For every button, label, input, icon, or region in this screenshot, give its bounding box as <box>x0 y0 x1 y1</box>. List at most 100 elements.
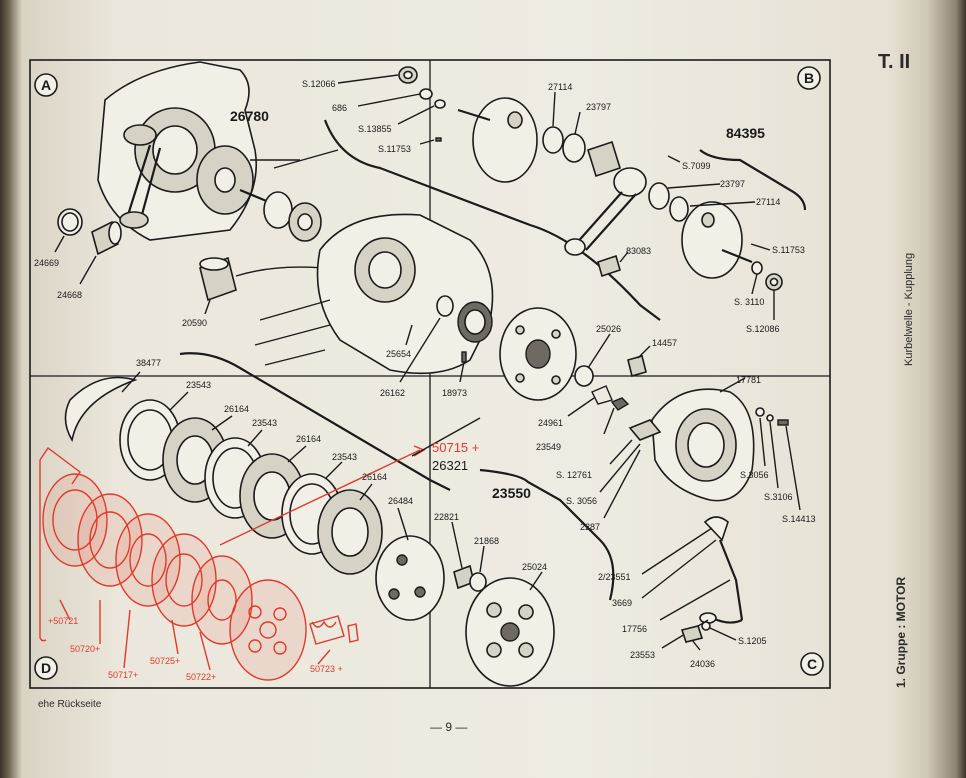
washer-S13855 <box>434 99 446 109</box>
label-20590: 20590 <box>182 318 207 328</box>
leader-S11753-bottom <box>750 243 771 251</box>
brace-23550 <box>479 468 615 601</box>
label-26780: 26780 <box>230 108 269 124</box>
label-18973: 18973 <box>442 388 467 398</box>
leader-S13855 <box>397 105 435 125</box>
label-21868: 21868 <box>474 536 499 546</box>
red-leader-50723 <box>317 649 331 665</box>
bearing-ring-24669 <box>57 208 83 236</box>
needle-bearing-24668 <box>91 220 122 256</box>
svg-text:B: B <box>804 70 814 86</box>
leader-2-23551 <box>641 527 713 575</box>
lever-S12761 <box>628 419 662 441</box>
label-S3056-right: S.3056 <box>740 470 769 480</box>
leader-S1205 <box>709 627 737 641</box>
label-S3056-left: S. 3056 <box>566 496 597 506</box>
quadrant-marker-d: D <box>34 656 58 680</box>
footer-note: ehe Rückseite <box>38 699 102 710</box>
side-group: 1. Gruppe : MOTOR <box>894 577 908 688</box>
pin-18973 <box>461 351 467 363</box>
clutch-hub-25024 <box>465 577 555 687</box>
quadrant-marker-b: B <box>797 66 821 90</box>
label-23797-bottom: 23797 <box>720 179 745 189</box>
label-50723: 50723 + <box>310 664 343 674</box>
leader-26164-b <box>287 445 307 463</box>
key-S11753-top <box>435 137 442 142</box>
leader-26164-c <box>359 483 373 501</box>
leader-S7099 <box>667 155 681 163</box>
leader-27114-top <box>552 91 556 127</box>
label-50725: 50725+ <box>150 656 180 666</box>
lever-24961 <box>591 385 613 405</box>
bolt-24036 <box>680 625 704 643</box>
label-24669: 24669 <box>34 258 59 268</box>
bearing-83083 <box>597 254 621 278</box>
washer-686 <box>419 88 433 100</box>
leader-S3056-right <box>759 417 766 467</box>
label-50721: +50721 <box>48 616 78 626</box>
bushing-20590 <box>199 256 237 302</box>
ring-27114-top <box>542 126 564 154</box>
ring-27114-bottom <box>669 196 689 222</box>
clutch-lever-assembly <box>699 516 744 624</box>
label-24036: 24036 <box>690 659 715 669</box>
side-title: Kurbelwelle - Kupplung <box>903 253 915 366</box>
label-26164-c: 26164 <box>362 472 387 482</box>
leader-27114-bottom <box>689 201 756 207</box>
label-50720: 50720+ <box>70 644 100 654</box>
label-27114-bottom: 27114 <box>756 197 780 207</box>
label-S12066: S.12066 <box>302 79 336 89</box>
leader-S14413 <box>785 425 801 511</box>
label-14457: 14457 <box>652 338 677 348</box>
leader-26321 <box>411 417 481 457</box>
label-84395: 84395 <box>726 125 765 141</box>
crank-half-right <box>681 201 753 279</box>
red-leader-50717 <box>123 609 131 669</box>
brace-top <box>323 119 661 321</box>
label-S11753-bottom: S.11753 <box>772 245 805 255</box>
leader-24668 <box>79 255 97 285</box>
label-27114-top: 27114 <box>548 82 572 92</box>
leader-23543-b <box>247 429 263 447</box>
leader-S12761 <box>609 439 633 465</box>
leader-3669 <box>641 539 717 599</box>
label-23543-a: 23543 <box>186 380 211 390</box>
crankpin-bearing <box>587 140 621 178</box>
leader-25024 <box>529 571 543 591</box>
red-overlay-clutch-parts <box>39 446 359 681</box>
label-23550: 23550 <box>492 485 531 501</box>
washer-S3110 <box>751 261 763 275</box>
leader-686 <box>357 93 421 107</box>
pressure-plate-26484 <box>375 535 445 621</box>
leader-24669 <box>54 235 65 253</box>
label-17756: 17756 <box>622 624 647 634</box>
clutch-drum-26321 <box>499 307 577 401</box>
label-S11753-top: S.11753 <box>378 144 411 154</box>
label-686: 686 <box>332 103 347 113</box>
label-24668: 24668 <box>57 290 82 300</box>
label-17781: 17781 <box>736 375 761 385</box>
leader-23543-c <box>325 461 343 479</box>
leader-S3110 <box>751 273 758 295</box>
leader-25654 <box>405 324 413 346</box>
leader-17781 <box>719 377 746 393</box>
leader-83083 <box>619 251 629 263</box>
leader-17756 <box>659 579 731 621</box>
label-23797-top: 23797 <box>586 102 611 112</box>
crankshaft-drawing-a <box>196 145 322 242</box>
washer-S3106 <box>766 414 774 422</box>
label-38477: 38477 <box>136 358 161 368</box>
leader-S3106 <box>769 421 779 489</box>
label-S1205: S.1205 <box>738 636 767 646</box>
label-26162: 26162 <box>380 388 405 398</box>
label-2287: 2287 <box>580 522 600 532</box>
leader-23543-a <box>169 391 189 411</box>
label-2-23551: 2/23551 <box>598 572 631 582</box>
circlip-38477 <box>64 376 138 443</box>
clutch-plate-stack <box>119 399 383 575</box>
label-S3110: S. 3110 <box>734 297 764 307</box>
leader-24036 <box>691 639 701 651</box>
ring-23797-bottom <box>648 182 670 210</box>
